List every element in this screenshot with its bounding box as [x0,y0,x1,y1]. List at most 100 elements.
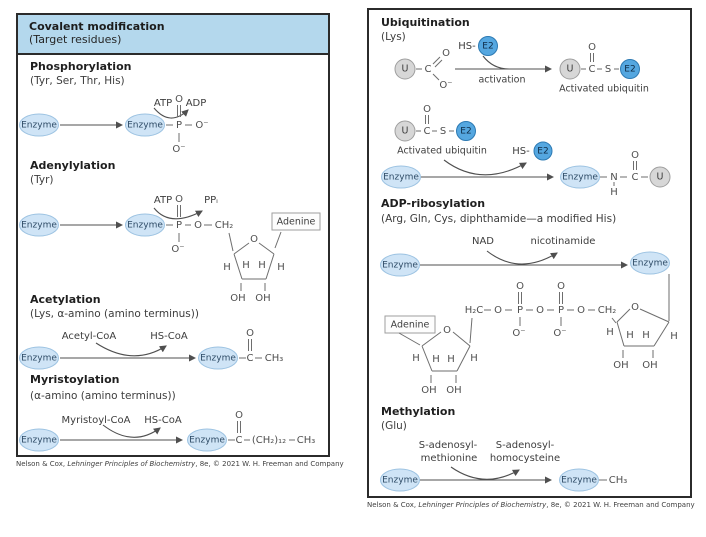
activated-ubiquitin-label: Activated ubiquitin [559,84,649,95]
reagent-nad: NAD [472,236,494,247]
atom-label-h: H [277,262,285,273]
adp-ribosylation-reaction: NAD nicotinamide Enzyme Enzyme H₂C O P O… [380,236,678,396]
atom-label-o-minus: O⁻ [512,328,525,339]
curved-arrow [102,424,161,438]
atom-label-ch2: CH₂ [598,305,617,316]
atom-label-o-minus: O⁻ [171,244,184,255]
atom-label-h: H [470,353,478,364]
bond-lines [416,115,454,132]
credit-book-title: Lehninger Principles of Biochemistry [418,501,547,509]
header-title: Covalent modification [29,20,165,33]
activation-curve [482,55,510,70]
atom-label-h: H [412,353,420,364]
atom-label-h: H [642,330,650,341]
atom-label-h: H [670,331,678,342]
atom-label-s: S [440,126,446,137]
section-title-adp-ribosylation: ADP-ribosylation [381,197,486,210]
curved-arrow [95,342,167,357]
u-circle [394,58,416,80]
enzyme-oval [19,213,59,237]
section-residues-methylation: (Glu) [381,420,407,432]
atom-label-o: O [536,305,544,316]
u-circle [559,58,581,80]
atom-label-h: H [432,354,440,365]
atom-label-oh: OH [255,293,270,304]
u-label: U [657,172,664,183]
ribose-bonds [398,317,473,383]
bond-lines [166,105,192,142]
ribose-ring: O H H H H OH OH [223,231,285,304]
u-label: U [567,64,574,75]
bond-lines [166,205,234,252]
credit-book-title: Lehninger Principles of Biochemistry [67,460,196,468]
enzyme-oval [198,346,238,370]
atom-label-oh: OH [421,385,436,396]
e2-circle [478,36,498,56]
activation-label: activation [478,75,525,86]
hs-label: HS- [458,41,476,52]
section-title-myristoylation: Myristoylation [30,373,120,386]
reagent-atp: ATP [154,98,172,109]
methylation-reaction: S-adenosyl- methionine S-adenosyl- homoc… [380,440,627,492]
u-circle [394,120,416,142]
enzyme-label: Enzyme [632,259,668,269]
atom-label-h: H [610,187,618,198]
atom-label-h: H [258,260,266,271]
atom-label-c: C [236,435,243,446]
atom-label-o: O [631,150,639,161]
atom-label-s: S [605,64,611,75]
credit-pre: Nelson & Cox, [16,460,68,468]
section-title-phosphorylation: Phosphorylation [30,60,132,73]
e2-label: E2 [537,147,548,157]
ribose-ring: Adenine O H H H H OH OH [384,315,478,396]
atom-label-o-minus: O⁻ [439,80,452,91]
adenine-box [271,212,321,231]
atom-label-o: O [494,305,502,316]
phosphorylation-reaction: ATP ADP Enzyme Enzyme P O O⁻ O⁻ [19,94,209,155]
credit-post: , 8e, © 2021 W. H. Freeman and Company [195,460,344,468]
enzyme-oval [559,468,599,492]
e2-circle [533,141,553,161]
atom-label-c: C [632,172,639,183]
enzyme-label: Enzyme [561,476,597,486]
atom-label-o: O [175,94,183,105]
atom-label-o: O [516,281,524,292]
reagent-hs-coa: HS-CoA [144,415,182,426]
atom-label-o: O [557,281,565,292]
e2-label: E2 [482,42,493,52]
atom-label-h: H [606,327,614,338]
adenine-label: Adenine [391,320,430,331]
reagent-acetyl-coa: Acetyl-CoA [62,331,117,342]
enzyme-oval [380,253,420,277]
hs-label: HS- [512,146,530,157]
curved-arrow [153,207,203,220]
section-residues-adenylylation: (Tyr) [30,174,54,186]
u-label: U [402,64,409,75]
credit-right: Nelson & Cox, Lehninger Principles of Bi… [367,501,695,509]
left-panel-diagram: ATP ADP Enzyme Enzyme P O O⁻ O⁻ ATP PPᵢ [19,94,321,452]
enzyme-oval [125,213,165,237]
section-title-methylation: Methylation [381,405,456,418]
enzyme-label: Enzyme [562,173,598,183]
reagent-nicotinamide: nicotinamide [531,236,596,247]
u-circle [649,166,671,188]
e2-label: E2 [624,65,635,75]
bond-lines [600,161,648,186]
credit-pre: Nelson & Cox, [367,501,419,509]
phosphate-bonds [484,292,595,326]
section-residues-myristoylation: (α-amino (amino terminus)) [30,390,176,402]
enzyme-label: Enzyme [189,436,225,446]
bond-lines [416,56,443,81]
section-residues-acetylation: (Lys, α-amino (amino terminus)) [30,308,199,320]
atom-label-o-minus: O⁻ [172,144,185,155]
atom-label-n: N [610,172,617,183]
atom-label-oh: OH [446,385,461,396]
right-panel: Ubiquitination (Lys) ADP-ribosylation (A… [367,8,692,498]
section-title-acetylation: Acetylation [30,293,101,306]
adenine-label: Adenine [277,217,316,228]
atom-label-o: O [250,234,258,245]
header-subtitle: (Target residues) [29,33,122,46]
e2-label: E2 [460,127,471,137]
atom-label-h: H [626,330,634,341]
enzyme-label: Enzyme [382,476,418,486]
